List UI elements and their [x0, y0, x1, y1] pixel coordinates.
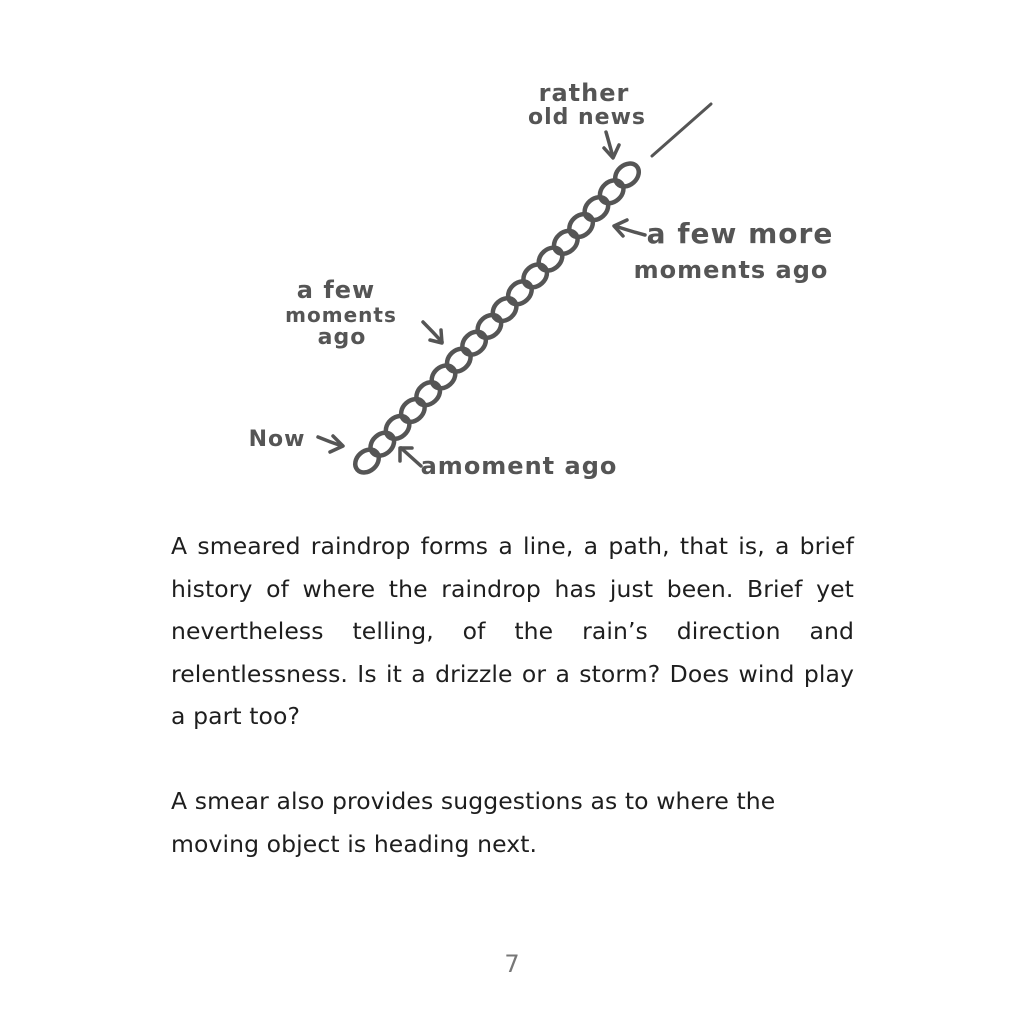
label-old-news: old news — [528, 105, 646, 130]
arrow-down-icon — [604, 132, 619, 158]
label-a-moment-ago: amoment ago — [421, 452, 618, 480]
label-ago: ago — [318, 325, 367, 350]
page-number: 7 — [0, 950, 1024, 978]
arrow-up-left-icon — [400, 448, 421, 466]
raindrop-droplet — [611, 159, 644, 191]
raindrop-droplet — [595, 176, 628, 208]
raindrop-droplet — [412, 378, 445, 410]
body-paragraph-1: A smeared raindrop forms a line, a path,… — [171, 525, 854, 738]
raindrop-droplet — [442, 344, 475, 376]
arrow-right-icon — [318, 436, 343, 452]
raindrop-smear-illustration: rather old news a few more moments ago a… — [0, 0, 1024, 520]
raindrop-droplet — [488, 293, 521, 325]
label-rather: rather — [539, 79, 630, 107]
raindrop-droplet — [397, 394, 430, 426]
motion-line — [652, 104, 711, 156]
raindrop-droplet — [549, 226, 582, 258]
raindrop-droplet — [519, 260, 552, 292]
raindrop-droplet — [504, 277, 537, 309]
raindrop-droplet — [534, 243, 567, 275]
raindrop-droplet — [580, 192, 613, 224]
raindrop-droplet — [351, 445, 384, 477]
raindrop-droplet — [381, 411, 414, 443]
raindrop-droplet — [366, 428, 399, 460]
raindrop-droplet — [473, 310, 506, 342]
label-moments: moments — [285, 303, 397, 327]
label-a-few: a few — [297, 276, 375, 304]
label-now: Now — [249, 427, 306, 452]
raindrop-droplet — [565, 209, 598, 241]
label-a-few-more: a few more — [647, 217, 834, 250]
arrow-left-icon — [614, 220, 645, 236]
arrow-down-right-icon — [423, 322, 442, 343]
raindrop-droplet — [458, 327, 491, 359]
body-paragraph-2: A smear also provides suggestions as to … — [171, 780, 854, 865]
label-moments-ago: moments ago — [634, 256, 829, 284]
raindrop-droplet — [427, 361, 460, 393]
